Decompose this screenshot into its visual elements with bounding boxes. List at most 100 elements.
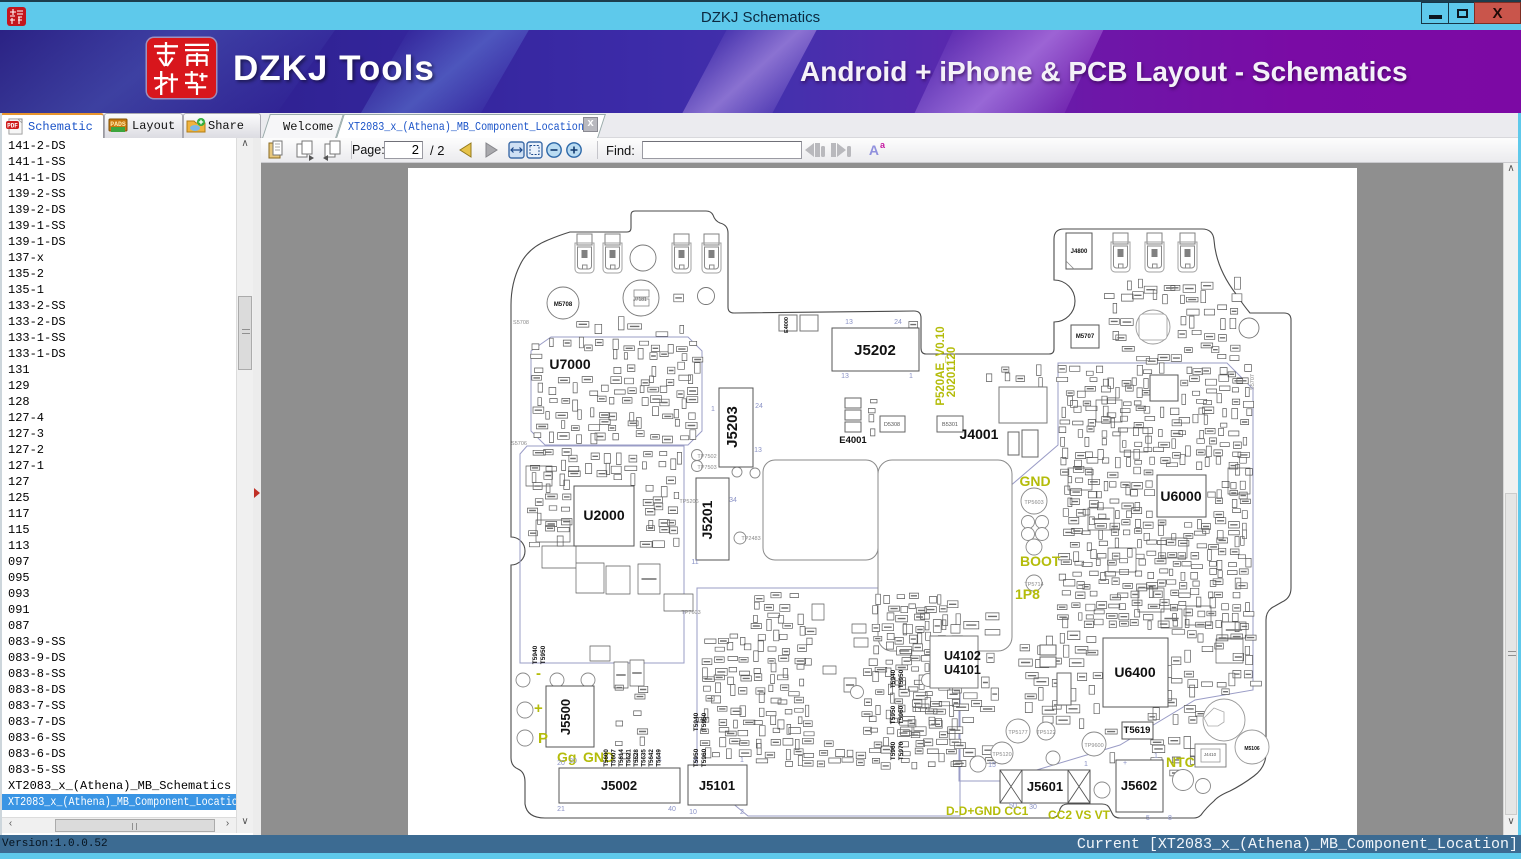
svg-text:T5614: T5614 — [618, 749, 625, 767]
svg-text:J5602: J5602 — [1121, 778, 1157, 793]
svg-text:J4410: J4410 — [1204, 752, 1217, 757]
svg-text:T5607: T5607 — [611, 749, 618, 767]
svg-text:T5621: T5621 — [626, 749, 633, 767]
svg-text:D-D+GND CC1: D-D+GND CC1 — [946, 804, 1029, 818]
svg-text:J7181: J7181 — [633, 297, 647, 303]
svg-text:TP5177: TP5177 — [1008, 730, 1027, 736]
svg-text:TP7503: TP7503 — [697, 465, 716, 471]
svg-text:J5202: J5202 — [854, 342, 896, 359]
svg-text:TP5120: TP5120 — [992, 752, 1011, 758]
svg-text:J5201: J5201 — [699, 500, 715, 539]
svg-text:U6400: U6400 — [1114, 664, 1155, 680]
svg-text:S5708: S5708 — [513, 320, 529, 326]
svg-text:5: 5 — [1146, 815, 1150, 822]
svg-text:T5950: T5950 — [540, 645, 547, 664]
svg-text:J5101: J5101 — [699, 778, 735, 793]
svg-text:T5628: T5628 — [633, 749, 640, 767]
svg-text:TP9600: TP9600 — [1084, 743, 1103, 749]
svg-text:BOOT: BOOT — [1020, 553, 1061, 569]
svg-text:T5600: T5600 — [603, 749, 610, 767]
svg-text:+: + — [1123, 760, 1127, 767]
svg-text:TP7603: TP7603 — [681, 610, 700, 616]
svg-text:U4102: U4102 — [944, 649, 981, 663]
svg-text:NTC: NTC — [1166, 754, 1195, 770]
svg-text:Gg: Gg — [557, 749, 576, 765]
svg-text:E4000: E4000 — [784, 317, 790, 333]
svg-text:T5960: T5960 — [701, 748, 708, 767]
svg-text:TP7502: TP7502 — [697, 454, 716, 460]
svg-text:1: 1 — [1084, 761, 1088, 768]
svg-text:E4001: E4001 — [839, 435, 867, 446]
svg-text:J5002: J5002 — [601, 778, 637, 793]
svg-text:U4101: U4101 — [944, 663, 981, 677]
svg-text:1: 1 — [909, 373, 913, 380]
svg-text:15: 15 — [988, 762, 996, 769]
svg-text:T5950: T5950 — [693, 748, 700, 767]
svg-text:U7000: U7000 — [549, 356, 590, 372]
svg-text:13: 13 — [845, 319, 853, 326]
svg-text:M5106: M5106 — [1244, 746, 1260, 752]
svg-text:CC2 VS VT: CC2 VS VT — [1048, 808, 1111, 822]
svg-text:T5970: T5970 — [898, 741, 905, 760]
svg-text:1: 1 — [658, 756, 662, 763]
svg-text:+: + — [534, 700, 543, 717]
svg-text:20201120: 20201120 — [946, 347, 958, 398]
svg-text:T5649: T5649 — [656, 749, 663, 767]
svg-text:11: 11 — [691, 559, 698, 566]
svg-text:T5940: T5940 — [890, 669, 897, 688]
svg-text:20: 20 — [569, 758, 577, 765]
svg-text:B5301: B5301 — [942, 422, 958, 428]
svg-text:30: 30 — [1029, 804, 1037, 811]
svg-text:U2000: U2000 — [583, 507, 624, 523]
svg-text:TP5122: TP5122 — [1036, 730, 1055, 736]
svg-text:a: a — [880, 140, 886, 150]
svg-text:1: 1 — [740, 757, 744, 764]
svg-text:T5619: T5619 — [1124, 725, 1151, 736]
svg-text:T5950: T5950 — [890, 705, 897, 724]
svg-text:T5940: T5940 — [693, 712, 700, 731]
svg-text:T5960: T5960 — [898, 705, 905, 724]
svg-text:TP5206: TP5206 — [679, 499, 698, 505]
svg-text:TP5603: TP5603 — [1024, 500, 1043, 506]
svg-text:T5950: T5950 — [701, 712, 708, 731]
svg-text:21: 21 — [557, 806, 565, 813]
svg-text:P520AE_V0.10: P520AE_V0.10 — [935, 326, 947, 405]
svg-text:T5642: T5642 — [648, 749, 655, 767]
svg-text:T5960: T5960 — [890, 741, 897, 760]
svg-text:A: A — [869, 142, 879, 158]
svg-text:2: 2 — [740, 809, 744, 816]
svg-text:1: 1 — [711, 406, 715, 413]
svg-text:PDF: PDF — [7, 123, 18, 130]
svg-text:U6000: U6000 — [1160, 488, 1201, 504]
svg-text:1P8: 1P8 — [1015, 586, 1040, 602]
svg-text:J5500: J5500 — [558, 699, 573, 735]
svg-text:24: 24 — [894, 319, 902, 326]
svg-text:M5707: M5707 — [1076, 334, 1095, 340]
svg-text:GND: GND — [1019, 473, 1050, 489]
svg-text:T5940: T5940 — [532, 645, 539, 664]
svg-text:50: 50 — [1009, 803, 1017, 810]
svg-text:13: 13 — [754, 447, 762, 454]
svg-text:M5708: M5708 — [554, 302, 573, 308]
svg-text:13: 13 — [841, 373, 849, 380]
svg-text:20: 20 — [557, 760, 565, 767]
svg-text:D5308: D5308 — [884, 422, 900, 428]
svg-text:GND: GND — [583, 749, 614, 765]
svg-text:T5635: T5635 — [641, 749, 648, 767]
svg-text:10: 10 — [689, 809, 697, 816]
svg-text:TP5714: TP5714 — [1024, 582, 1043, 588]
svg-text:S5707: S5707 — [1250, 374, 1256, 390]
svg-text:J5203: J5203 — [724, 406, 741, 448]
svg-text:40: 40 — [668, 806, 676, 813]
svg-text:TP2483: TP2483 — [741, 536, 760, 542]
svg-text:34: 34 — [729, 497, 737, 504]
svg-text:PADS: PADS — [110, 121, 126, 128]
svg-text:1: 1 — [1154, 753, 1158, 760]
svg-text:24: 24 — [755, 403, 763, 410]
svg-text:J5601: J5601 — [1027, 779, 1063, 794]
svg-text:J4001: J4001 — [960, 426, 999, 442]
svg-text:-: - — [536, 665, 541, 682]
svg-text:J4800: J4800 — [1071, 249, 1088, 255]
svg-text:9: 9 — [693, 757, 697, 764]
svg-text:S5706: S5706 — [511, 441, 527, 447]
